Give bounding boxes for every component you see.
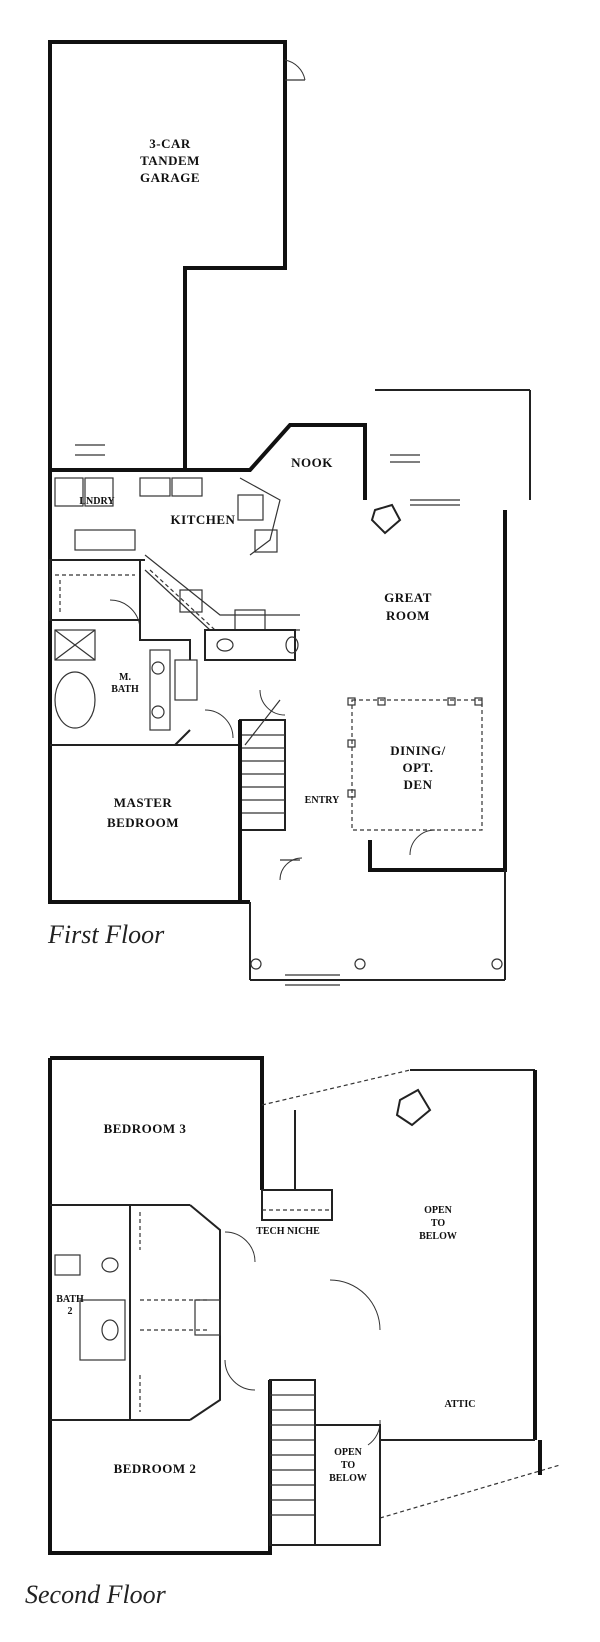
bath-closets bbox=[50, 1204, 256, 1421]
second-floor-stairs bbox=[269, 1379, 381, 1546]
first-floor-title: First Floor bbox=[47, 920, 165, 949]
powder-hall bbox=[204, 629, 299, 739]
second-floor-title: Second Floor bbox=[25, 1580, 167, 1609]
bedroom2-label: BEDROOM 2 bbox=[114, 1461, 197, 1476]
garage-walls bbox=[48, 40, 306, 470]
bedroom3-label: BEDROOM 3 bbox=[104, 1121, 187, 1136]
laundry-label: LNDRY bbox=[79, 496, 115, 507]
master-bath-label: M.BATH bbox=[111, 672, 139, 695]
nook-area bbox=[370, 454, 460, 535]
tech-niche-label: TECH NICHE bbox=[256, 1226, 320, 1237]
master-suite bbox=[49, 559, 240, 746]
first-floor-stairs bbox=[238, 699, 286, 902]
tech-niche-area bbox=[261, 1110, 381, 1446]
attic-label: ATTIC bbox=[445, 1399, 476, 1410]
dining-den bbox=[279, 697, 483, 881]
nook-label: NOOK bbox=[291, 455, 333, 470]
entry-label: ENTRY bbox=[305, 795, 340, 806]
kitchen-label: KITCHEN bbox=[171, 512, 236, 527]
dining-label: DINING/OPT.DEN bbox=[390, 743, 446, 792]
